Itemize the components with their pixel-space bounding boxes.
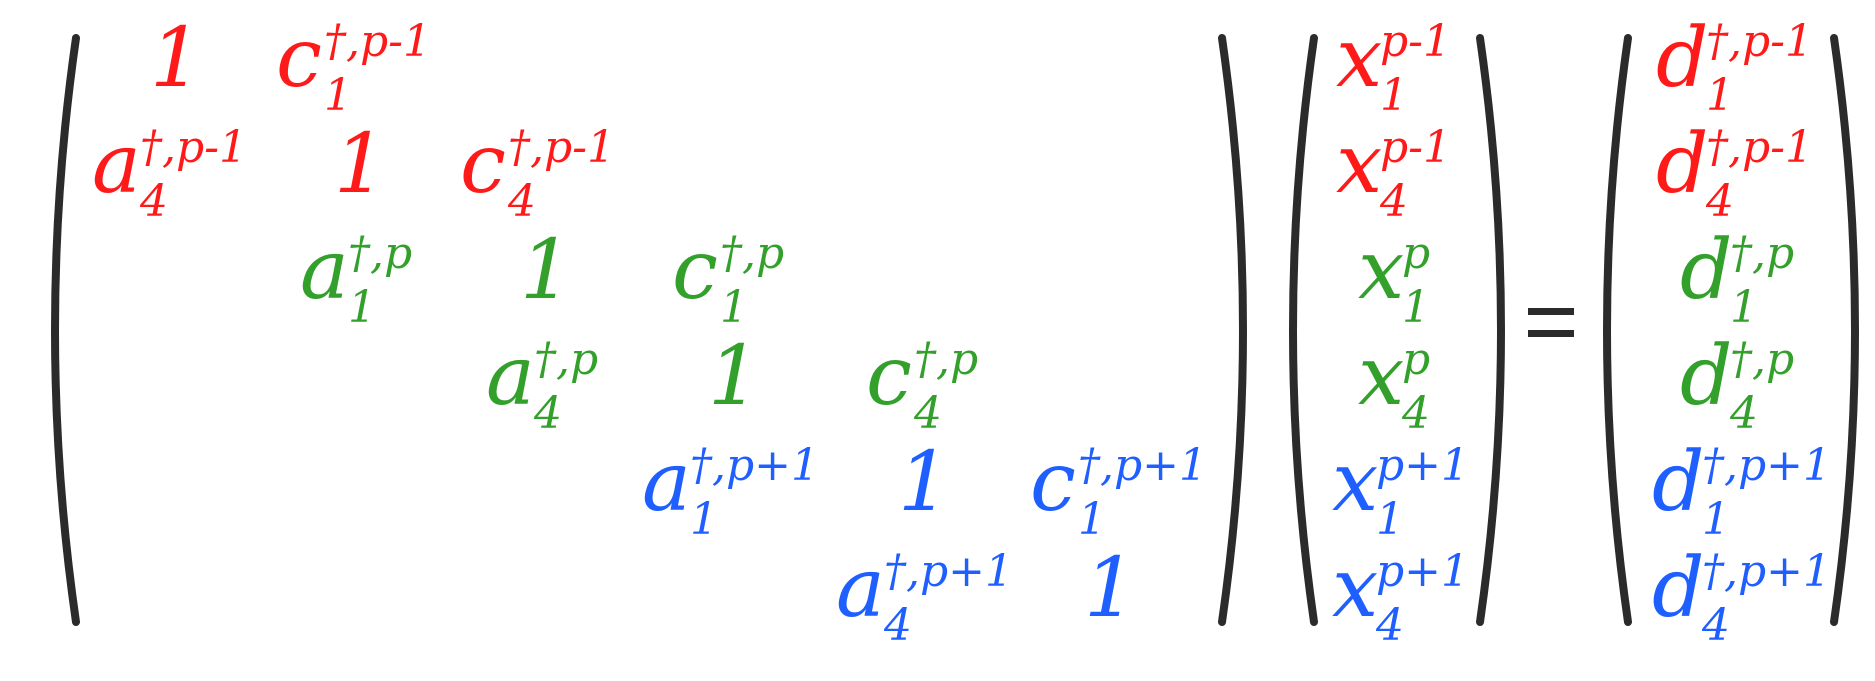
term-subscript: 4 [1376, 600, 1404, 651]
term-symbol: x [1336, 11, 1383, 106]
term-superscript: †,p [720, 228, 785, 279]
term-superscript: †,p [348, 228, 413, 279]
term-symbol: 1 [150, 11, 203, 106]
term-symbol: 1 [898, 435, 951, 530]
matrix-left-paren [51, 34, 80, 626]
term-superscript: p+1 [1376, 440, 1470, 491]
term-symbol: c [1030, 435, 1076, 530]
term-symbol: c [460, 117, 506, 212]
term-symbol: a [836, 541, 885, 636]
term-symbol: d [1656, 117, 1709, 212]
term-subscript: 1 [690, 494, 718, 545]
rhs-left-paren [1603, 34, 1632, 626]
term-symbol: 1 [708, 329, 761, 424]
term-superscript: †,p+1 [1702, 546, 1832, 597]
term-superscript: †,p [1730, 334, 1795, 385]
term-symbol: d [1652, 541, 1705, 636]
term-symbol: a [486, 329, 535, 424]
term-superscript: †,p [914, 334, 979, 385]
term-symbol: d [1680, 223, 1733, 318]
term-symbol: x [1358, 329, 1405, 424]
term-superscript: p [1402, 228, 1431, 279]
term-subscript: 4 [508, 176, 536, 227]
term-superscript: †,p+1 [1702, 440, 1832, 491]
term-subscript: 1 [1380, 70, 1408, 121]
term-symbol: c [866, 329, 912, 424]
term-subscript: 1 [324, 70, 352, 121]
term-superscript: †,p-1 [140, 122, 248, 173]
term-symbol: d [1652, 435, 1705, 530]
term-superscript: p-1 [1380, 16, 1452, 67]
term-superscript: †,p+1 [884, 546, 1014, 597]
equals-sign [1528, 300, 1574, 344]
term-subscript: 1 [348, 282, 376, 333]
term-subscript: 4 [1702, 600, 1730, 651]
term-superscript: †,p-1 [324, 16, 432, 67]
term-subscript: 4 [1706, 176, 1734, 227]
term-superscript: †,p-1 [508, 122, 616, 173]
term-symbol: x [1358, 223, 1405, 318]
term-subscript: 1 [1730, 282, 1758, 333]
term-symbol: 1 [1084, 541, 1137, 636]
term-symbol: x [1332, 435, 1379, 530]
term-symbol: c [276, 11, 322, 106]
term-subscript: 4 [1730, 388, 1758, 439]
matrix-right-paren [1218, 34, 1247, 626]
term-subscript: 4 [914, 388, 942, 439]
term-subscript: 1 [1706, 70, 1734, 121]
term-superscript: p [1402, 334, 1431, 385]
term-superscript: †,p+1 [1078, 440, 1208, 491]
equals-bar-top [1528, 308, 1574, 315]
term-subscript: 4 [884, 600, 912, 651]
term-subscript: 1 [1078, 494, 1106, 545]
term-superscript: †,p [534, 334, 599, 385]
term-subscript: 1 [1702, 494, 1730, 545]
unknowns-right-paren [1476, 34, 1505, 626]
term-symbol: 1 [334, 117, 387, 212]
term-subscript: 4 [1380, 176, 1408, 227]
term-symbol: c [672, 223, 718, 318]
term-superscript: †,p-1 [1706, 16, 1814, 67]
term-subscript: 4 [1402, 388, 1430, 439]
term-symbol: x [1332, 541, 1379, 636]
term-subscript: 4 [534, 388, 562, 439]
term-superscript: p-1 [1380, 122, 1452, 173]
term-symbol: d [1656, 11, 1709, 106]
equals-bar-bottom [1528, 330, 1574, 337]
term-symbol: x [1336, 117, 1383, 212]
term-subscript: 4 [140, 176, 168, 227]
term-superscript: p+1 [1376, 546, 1470, 597]
term-subscript: 1 [720, 282, 748, 333]
term-superscript: †,p+1 [690, 440, 820, 491]
term-symbol: a [92, 117, 141, 212]
unknowns-left-paren [1289, 34, 1318, 626]
term-symbol: a [642, 435, 691, 530]
term-subscript: 1 [1402, 282, 1430, 333]
term-superscript: †,p [1730, 228, 1795, 279]
rhs-right-paren [1830, 34, 1859, 626]
term-subscript: 1 [1376, 494, 1404, 545]
term-symbol: 1 [520, 223, 573, 318]
term-symbol: d [1680, 329, 1733, 424]
term-superscript: †,p-1 [1706, 122, 1814, 173]
term-symbol: a [300, 223, 349, 318]
